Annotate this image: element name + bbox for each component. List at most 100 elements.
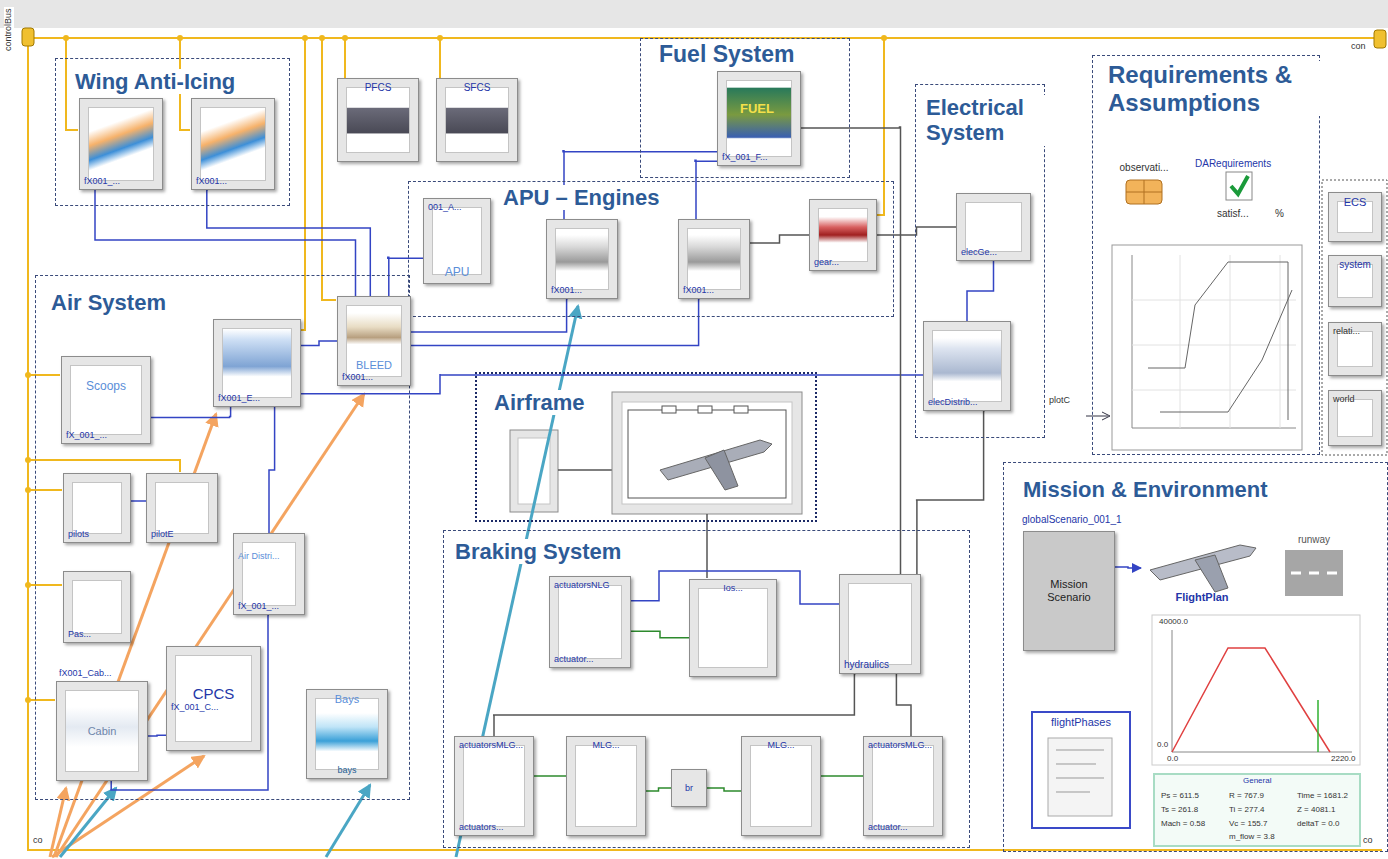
component-label: m_flow = 3.8 [1229,832,1275,841]
group-heading: Fuel System [657,41,797,67]
runway-marks [1291,572,1337,575]
group-frame: Mission & EnvironmentglobalScenario_001_… [1003,462,1388,852]
component-icon [750,745,812,827]
component-label: Z = 4081.1 [1297,805,1335,814]
component-label: fX_001_... [66,430,107,440]
connector [695,160,717,219]
chart-curve [1148,262,1288,420]
chart-axes [1132,255,1296,428]
component-box: fX001_E... [213,319,301,407]
component-label: hydraulics [844,659,889,671]
component-box: FUELfX_001_F... [717,71,801,166]
component-icon [698,588,768,668]
altitude-profile [1172,648,1330,752]
group-heading: Airframe [492,390,586,415]
component-icon [965,202,1022,252]
component-label: actuators... [459,822,504,832]
component-icon [932,330,1002,402]
component-label: bays [337,765,356,775]
component-label: General [1243,776,1271,785]
component-box: Pas... [63,571,131,643]
group-heading: Braking System [453,539,623,564]
component-label: PFCS [365,82,392,94]
airframe-model-box [612,392,802,514]
group-frame: Electrical SystemelecGe...elecDistrib... [915,84,1045,438]
component-label: plotC [1049,395,1070,405]
side-panel-frame [1322,180,1387,455]
group-frame: Braking SystemactuatorsNLGactuator...Ios… [443,530,970,848]
group-frame: APU – Engines001_A...APUfX001...fX001...… [408,181,894,317]
component-icon [72,580,122,634]
group-frame: Airframe [475,372,817,522]
component-box: pilots [63,473,131,543]
bus-label: 0.0 [1156,741,1169,750]
component-label: BLEED [356,359,392,372]
component-label: CPCS [193,685,235,702]
component-label: Cabin [88,725,117,738]
component-icon [72,482,122,534]
airframe-port [662,406,676,413]
component-icon [155,482,209,534]
component-label: runway [1298,534,1330,546]
component-box: Baysbays [306,689,388,779]
component-icon [432,207,482,275]
component-label: elecGe... [961,247,997,257]
component-label: actuatorsNLG [554,580,610,590]
bus-connector-icon [22,28,34,46]
connector [631,631,689,638]
component-icon [70,365,142,435]
component-box: br [671,769,707,807]
component-label: pilotE [151,529,174,539]
component-icon [222,328,292,398]
component-label: ECS [1344,196,1367,209]
runway-icon [1285,550,1343,596]
component-label: fX001... [196,176,227,186]
plot-wire [1086,412,1110,420]
component-icon [558,585,622,659]
component-label: fX001_E... [218,393,260,403]
connector [967,261,994,321]
leader-arrow [56,394,364,857]
component-label: globalScenario_001_1 [1022,514,1122,526]
component-label: fX001_Cab... [59,668,112,678]
component-box: actuatorsMLG...actuator... [863,736,943,836]
component-label: Pas... [68,629,91,639]
component-label: R = 767.9 [1229,791,1264,800]
component-box: system [1328,255,1382,307]
component-label: actuatorsMLG... [459,740,523,750]
component-label: satisf... [1217,208,1249,220]
panel-box: GeneralPs = 611.5R = 767.9Time = 1681.2T… [1153,773,1361,847]
airframe-port [698,406,712,413]
check-icon-frame [1226,172,1252,200]
component-box: fX001... [678,219,750,299]
bus-line [28,38,1382,850]
component-label: Vc = 155.7 [1229,819,1267,828]
component-label: APU [445,266,470,280]
component-label: fX001_... [84,176,120,186]
junction-dot [25,487,31,493]
component-icon [445,87,509,153]
component-label: % [1275,208,1284,220]
mission-chart-axes [1172,630,1352,752]
connector [388,257,423,296]
airframe-frame [628,410,786,498]
icon-block: DARequirementssatisf...% [1181,158,1293,230]
component-box: Ios... [689,579,777,677]
component-box: SFCS [436,78,518,162]
group-heading: APU – Engines [501,185,661,210]
component-icon [88,107,154,181]
icon-block: observati... [1113,159,1175,179]
component-icon [346,87,410,153]
component-box: relati... [1328,322,1382,376]
bus-label: con [1350,42,1367,52]
component-icon [315,698,379,770]
component-label: fX_001_... [238,601,279,611]
junction-dot [25,697,31,703]
component-label: fX001... [683,285,714,295]
connector [131,500,146,502]
group-frame: Requirements & Assumptionsobservati...DA… [1092,55,1320,455]
airframe-port [734,406,748,413]
observer-icon [1126,180,1162,204]
icon-block: plotC [1045,392,1085,412]
